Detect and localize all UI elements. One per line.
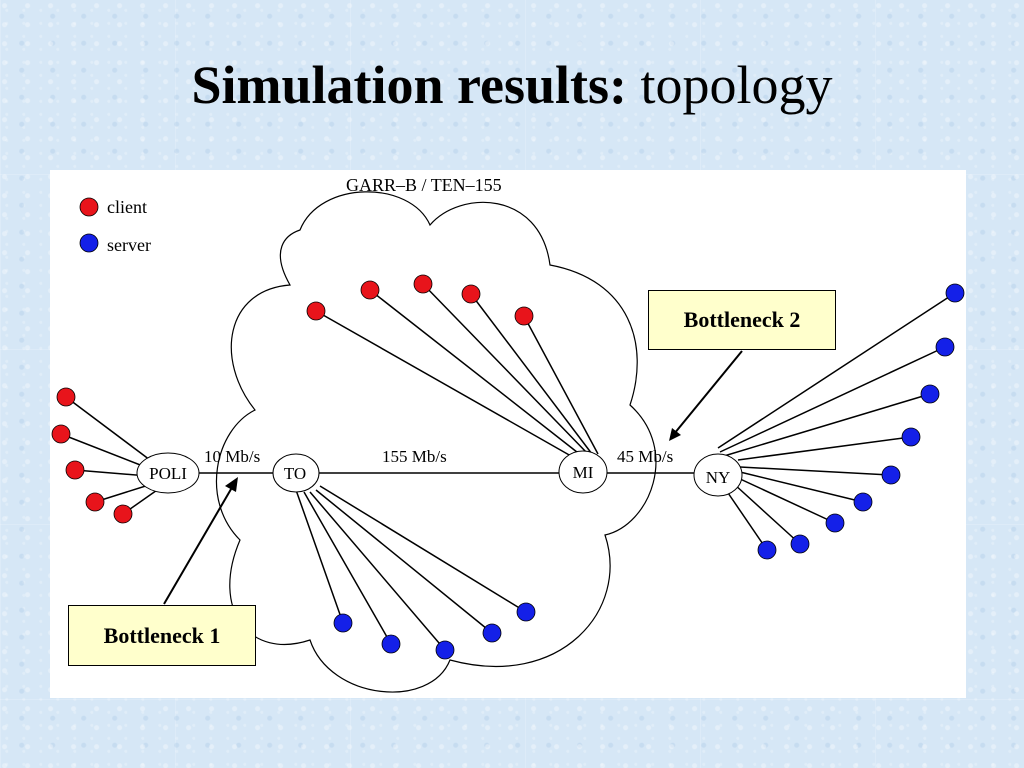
router-mi-label: MI bbox=[573, 463, 594, 482]
network-cloud bbox=[215, 191, 657, 693]
server-node bbox=[516, 602, 536, 622]
callout-bottleneck-1: Bottleneck 1 bbox=[68, 605, 256, 666]
arrow-bottleneck-2 bbox=[673, 350, 743, 435]
client-node bbox=[413, 274, 433, 294]
topology-svg: GARR–B / TEN–155 client server bbox=[51, 175, 965, 693]
to-server-links bbox=[295, 485, 527, 651]
network-label: GARR–B / TEN–155 bbox=[346, 175, 502, 195]
legend-server-label: server bbox=[107, 235, 151, 255]
router-poli-label: POLI bbox=[149, 464, 187, 483]
server-node bbox=[757, 540, 777, 560]
router-ny bbox=[693, 453, 743, 497]
server-node bbox=[935, 337, 955, 357]
client-node bbox=[514, 306, 534, 326]
client-node bbox=[461, 284, 481, 304]
slide-title: Simulation results: topology bbox=[0, 50, 1024, 120]
server-node bbox=[853, 492, 873, 512]
link-label-poli-to: 10 Mb/s bbox=[204, 447, 260, 466]
router-poli bbox=[136, 452, 200, 494]
title-normal: topology bbox=[640, 55, 833, 115]
client-node bbox=[56, 387, 76, 407]
mi-client-links bbox=[315, 283, 599, 461]
server-node bbox=[482, 623, 502, 643]
link-label-mi-ny: 45 Mb/s bbox=[617, 447, 673, 466]
arrowhead-bottleneck-2 bbox=[669, 428, 681, 441]
server-node bbox=[920, 384, 940, 404]
legend-server-dot bbox=[79, 233, 99, 253]
router-ny-label: NY bbox=[706, 468, 731, 487]
router-mi bbox=[558, 450, 608, 494]
client-node bbox=[85, 492, 105, 512]
router-to bbox=[272, 453, 320, 493]
server-node bbox=[825, 513, 845, 533]
legend-client-label: client bbox=[107, 197, 147, 217]
client-node bbox=[360, 280, 380, 300]
server-node bbox=[790, 534, 810, 554]
server-node bbox=[333, 613, 353, 633]
client-node bbox=[51, 424, 71, 444]
topology-diagram: GARR–B / TEN–155 client server bbox=[50, 170, 966, 698]
ny-server-links bbox=[717, 292, 956, 551]
server-node bbox=[381, 634, 401, 654]
server-node bbox=[901, 427, 921, 447]
client-node bbox=[113, 504, 133, 524]
router-to-label: TO bbox=[284, 464, 306, 483]
server-node bbox=[881, 465, 901, 485]
client-node bbox=[65, 460, 85, 480]
arrow-bottleneck-1 bbox=[163, 483, 235, 605]
server-node bbox=[435, 640, 455, 660]
link-label-to-mi: 155 Mb/s bbox=[382, 447, 447, 466]
poli-client-links bbox=[60, 396, 161, 515]
callout-bottleneck-2: Bottleneck 2 bbox=[648, 290, 836, 350]
legend-client-dot bbox=[79, 197, 99, 217]
arrowhead-bottleneck-1 bbox=[225, 477, 238, 492]
client-node bbox=[306, 301, 326, 321]
title-bold: Simulation results: bbox=[191, 55, 628, 115]
server-node bbox=[945, 283, 965, 303]
